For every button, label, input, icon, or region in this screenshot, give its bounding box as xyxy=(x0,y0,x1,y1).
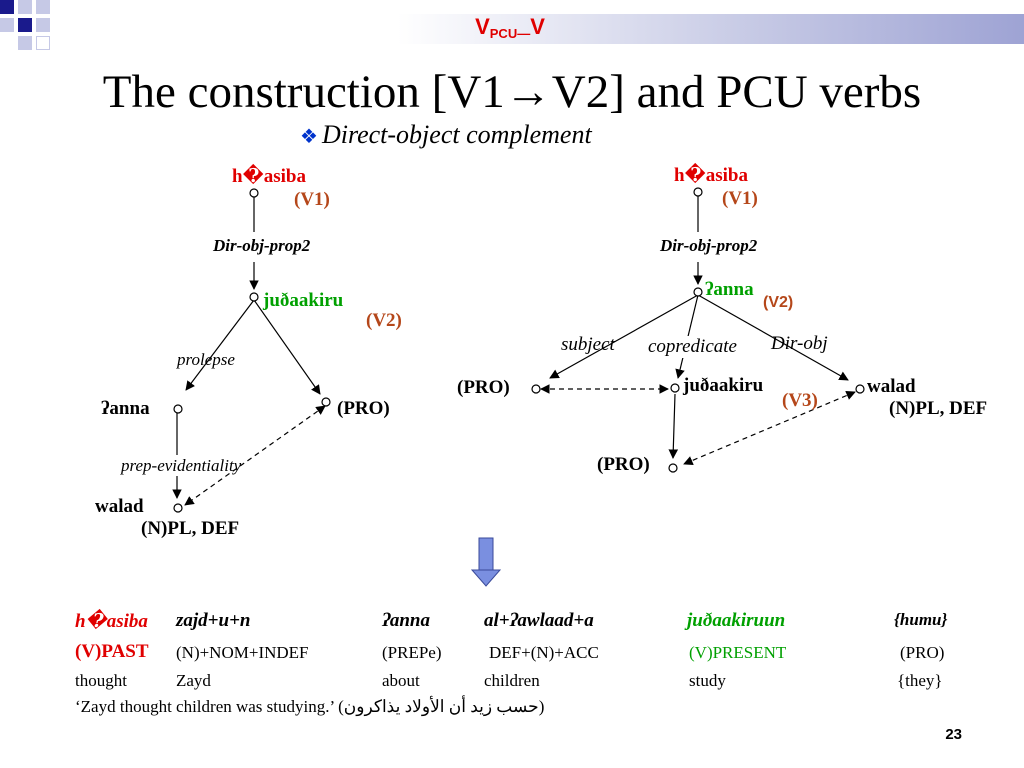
page-title: The construction [V1→V2] and PCU verbs xyxy=(102,66,922,118)
right-edge-dir-obj: Dir-obj xyxy=(771,333,828,354)
right-edge-subject: subject xyxy=(561,334,615,355)
right-v2-word: ʔanna xyxy=(705,279,754,300)
right-v2-tag: (V2) xyxy=(763,294,794,311)
right-edge-copredicate: copredicate xyxy=(648,336,760,358)
left-walad-tag: (N)PL, DEF xyxy=(141,518,240,539)
left-walad: walad xyxy=(95,496,144,517)
header-strip xyxy=(60,14,1024,44)
right-pro-bottom: (PRO) xyxy=(597,454,650,475)
right-walad: walad xyxy=(867,376,916,397)
subtitle: ❖Direct-object complement xyxy=(300,120,592,149)
left-edge-prep-evidentiality: prep-evidentiality xyxy=(121,456,242,475)
left-pro: (PRO) xyxy=(337,398,390,419)
diamond-bullet-icon: ❖ xyxy=(300,126,318,148)
left-anna: ʔanna xyxy=(101,398,150,419)
right-edge-dir-obj-prop2: Dir-obj-prop2 xyxy=(660,236,758,255)
left-edge-dir-obj-prop2: Dir-obj-prop2 xyxy=(213,236,311,255)
left-edge-prolepse: prolepse xyxy=(177,350,235,369)
right-root-tag: (V1) xyxy=(722,188,758,209)
down-arrow-icon xyxy=(470,537,502,587)
left-v2-tag: (V2) xyxy=(366,310,402,331)
right-walad-tag: (N)PL, DEF xyxy=(889,398,988,419)
header-title: VPCU—V xyxy=(475,14,545,41)
left-root-word: h�asiba xyxy=(232,166,306,187)
right-v3-word: juðaakiru xyxy=(683,375,764,396)
left-v2-word: juðaakiru xyxy=(263,290,344,311)
page-number: 23 xyxy=(945,726,962,743)
right-v3-tag: (V3) xyxy=(782,390,818,411)
left-root-tag: (V1) xyxy=(294,189,330,210)
right-root-word: h�asiba xyxy=(674,165,748,186)
right-pro-left: (PRO) xyxy=(457,377,510,398)
